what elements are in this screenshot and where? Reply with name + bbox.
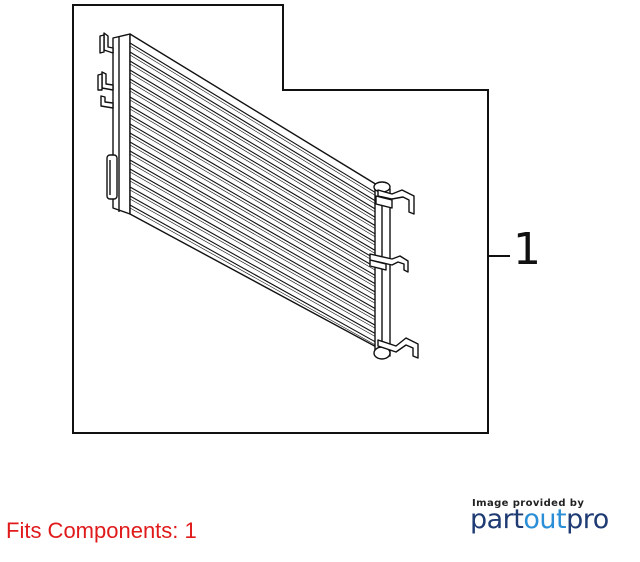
diagram-frame — [72, 4, 489, 434]
fin-line-shadow — [129, 63, 376, 213]
fin-line — [129, 123, 376, 268]
fin-line — [129, 186, 376, 326]
fin-line-shadow — [129, 162, 376, 304]
core-fins — [129, 42, 376, 345]
fin-line-shadow — [129, 99, 376, 246]
left-receiver-drier — [106, 154, 118, 200]
fin-line-shadow — [129, 81, 376, 229]
fin-line-shadow — [129, 108, 376, 254]
brand-pro: pro — [566, 504, 609, 535]
fin-line — [129, 87, 376, 235]
fin-line-shadow — [129, 207, 376, 345]
fin-line — [129, 42, 376, 193]
left-top-bracket — [103, 32, 114, 54]
brand-part: part — [470, 504, 524, 535]
left-low-bracket — [100, 95, 114, 109]
callout-number: 1 — [513, 224, 541, 275]
fin-line-shadow — [129, 135, 376, 279]
fin-line-shadow — [129, 144, 376, 287]
fin-line — [129, 168, 376, 309]
partoutpro-logo: partoutpro — [470, 506, 609, 533]
fin-line — [129, 159, 376, 301]
fin-line-shadow — [129, 54, 376, 204]
fin-line-shadow — [129, 45, 376, 196]
fin-line-shadow — [129, 189, 376, 329]
fin-line-shadow — [129, 126, 376, 271]
fin-line — [129, 195, 376, 334]
fin-line — [129, 105, 376, 251]
fin-line — [129, 51, 376, 202]
fin-line — [129, 150, 376, 293]
left-mid-bracket — [101, 71, 114, 91]
fin-line-shadow — [129, 171, 376, 312]
fin-line — [129, 141, 376, 285]
fin-line-shadow — [129, 90, 376, 238]
fin-line — [129, 204, 376, 343]
parts-diagram — [72, 4, 510, 434]
fin-line — [129, 114, 376, 260]
brand-out: out — [523, 504, 567, 535]
fin-line-shadow — [129, 153, 376, 296]
fin-line-shadow — [129, 180, 376, 321]
fin-line — [129, 132, 376, 276]
fin-line — [129, 96, 376, 243]
fin-line — [129, 78, 376, 226]
fin-line-shadow — [129, 72, 376, 221]
fin-line — [129, 177, 376, 318]
fits-components-text: Fits Components: 1 — [6, 518, 197, 543]
right-bottom-bracket — [377, 337, 419, 359]
right-top-bracket — [377, 189, 415, 215]
fin-line-shadow — [129, 198, 376, 337]
condenser-illustration — [97, 32, 419, 360]
fin-line-shadow — [129, 117, 376, 262]
fin-line — [129, 60, 376, 210]
image-provided-by-label: Image provided by — [472, 498, 585, 509]
fin-line — [129, 69, 376, 218]
